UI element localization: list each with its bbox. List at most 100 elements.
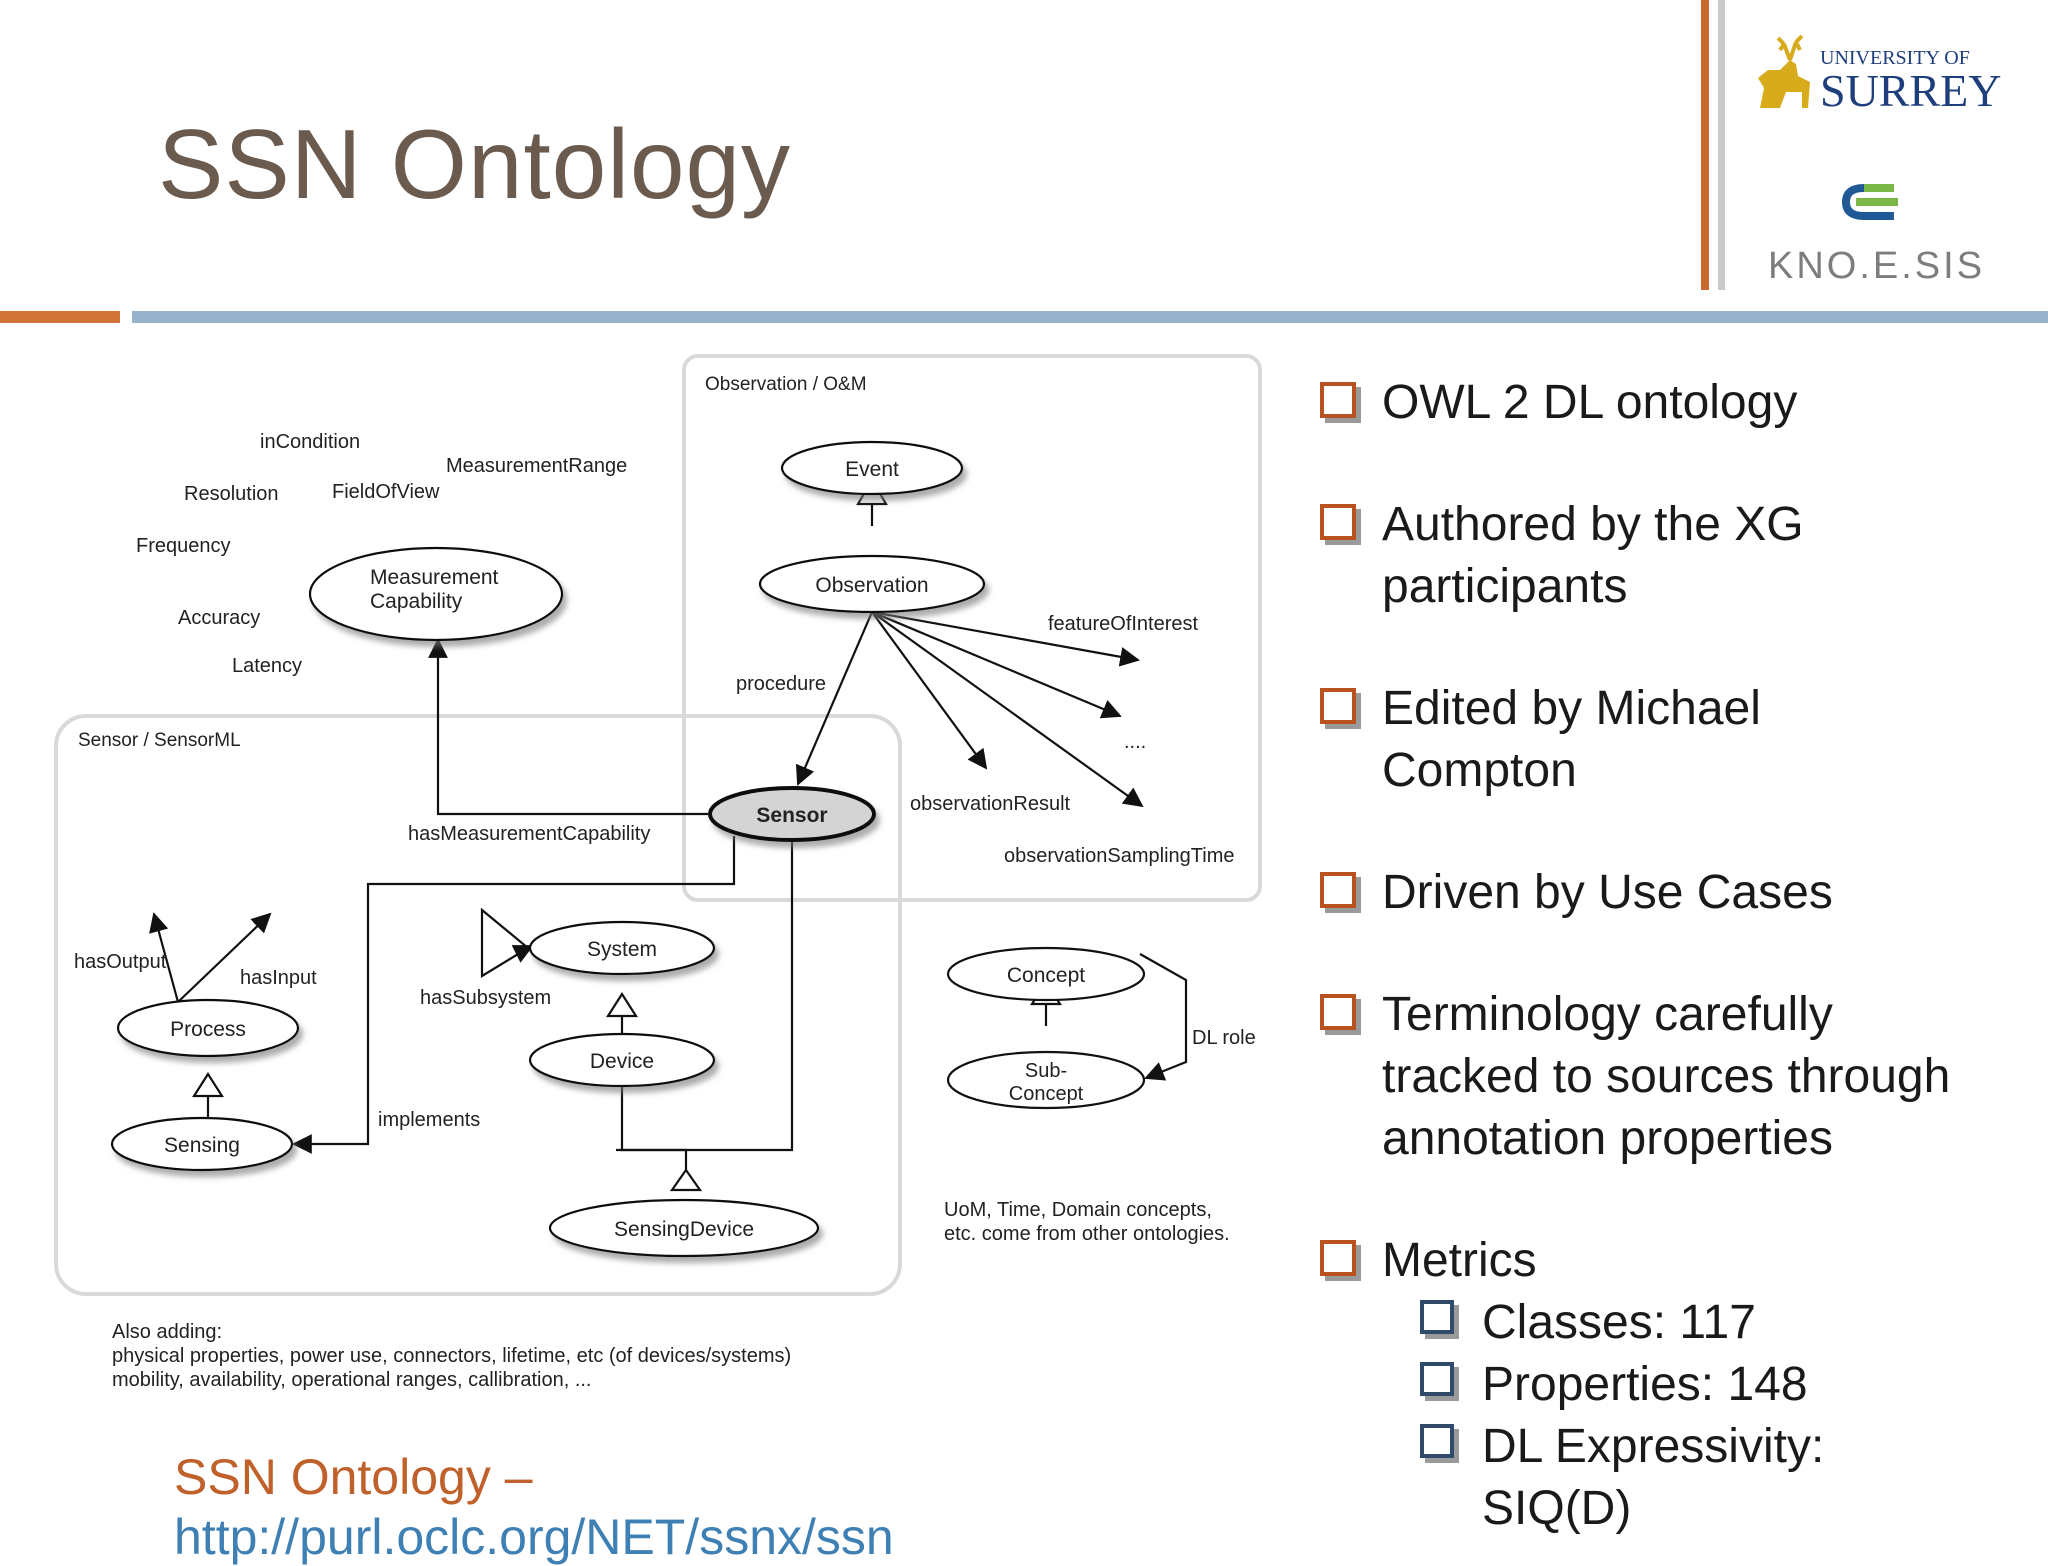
diagram-connectors [149,477,1188,1192]
svg-text:Capability: Capability [370,590,463,613]
property-labels: inCondition MeasurementRange Resolution … [74,431,1256,1131]
label-implements: implements [378,1109,480,1131]
feature-of-interest-arrow [871,610,1140,667]
sensor-group-label: Sensor / SensorML [78,730,241,751]
footer-ontology-link[interactable]: http://purl.oclc.org/NET/ssnx/ssn [174,1509,894,1565]
header-divider-orange [0,311,120,323]
label-feature-of-interest: featureOfInterest [1048,613,1199,635]
dl-role-arrow [1139,953,1188,1081]
checkbox-bullet-icon [1320,504,1356,540]
node-system: System [528,920,716,976]
footer-ontology-label: SSN Ontology – [174,1449,533,1505]
node-observation: Observation [758,554,986,614]
label-ellipsis: .... [1124,731,1146,753]
bullet-edited-by: Edited by Michael Compton [1320,678,2020,802]
svg-text:Observation: Observation [815,574,928,597]
has-output-arrow [149,912,180,1003]
checkbox-subbullet-icon [1420,1300,1454,1334]
svg-text:Sensing: Sensing [164,1134,240,1157]
device-to-sensingdevice-line [620,1086,688,1174]
checkbox-subbullet-icon [1420,1362,1454,1396]
node-device: Device [528,1032,716,1088]
metric-dl-expressivity: DL Expressivity: SIQ(D) [1420,1416,2020,1540]
university-of-surrey-logo: UNIVERSITY OF SURREY [1758,34,2001,116]
bullet-terminology: Terminology carefully tracked to sources… [1320,984,2020,1170]
checkbox-bullet-icon [1320,872,1356,908]
process-subclass-triangle [191,1071,225,1098]
header-vertical-divider-grey [1718,0,1725,290]
svg-text:Sensor: Sensor [756,804,827,827]
svg-text:Process: Process [170,1018,246,1041]
has-subsystem-loop-triangle [480,907,530,978]
observation-group-label: Observation / O&M [705,374,867,395]
svg-text:SensingDevice: SensingDevice [614,1218,754,1241]
svg-text:Sub-: Sub- [1025,1060,1067,1082]
has-measurement-capability-arrow [428,638,708,816]
procedure-arrow [795,611,874,786]
metric-classes: Classes: 117 [1420,1292,2020,1354]
observation-sampling-time-arrow [871,611,1144,808]
checkbox-bullet-icon [1320,994,1356,1030]
svg-text:Device: Device [590,1050,654,1073]
label-dl-role: DL role [1192,1027,1256,1049]
surrey-logo-top-text: UNIVERSITY OF [1820,47,1970,69]
svg-text:Event: Event [845,458,899,481]
implements-arrow [292,836,736,1154]
label-resolution: Resolution [184,483,279,505]
bullet-use-cases: Driven by Use Cases [1320,862,2020,924]
ssn-ontology-diagram: Observation / O&M Sensor / SensorML Even… [54,354,1262,1391]
label-measurement-range: MeasurementRange [446,455,627,477]
node-concept: Concept [946,946,1146,1002]
label-has-output: hasOutput [74,951,167,973]
label-observation-result: observationResult [910,793,1071,815]
knoesis-logo-text: KNO.E.SIS [1768,245,1985,287]
checkbox-bullet-icon [1320,1240,1356,1276]
label-has-input: hasInput [240,967,317,989]
checkbox-subbullet-icon [1420,1424,1454,1458]
stag-icon [1758,34,1810,108]
ellipsis-arrow [871,610,1122,719]
node-sensing: Sensing [110,1116,294,1172]
header-divider-blue [132,311,2048,323]
svg-text:Concept: Concept [1009,1083,1084,1105]
note-uom-line-2: etc. come from other ontologies. [944,1223,1230,1245]
has-input-arrow [177,912,272,1003]
checkbox-bullet-icon [1320,688,1356,724]
note-adding-line-2: physical properties, power use, connecto… [112,1345,791,1367]
knoesis-logo: KNO.E.SIS [1768,184,1985,287]
sensor-group-box [54,714,902,1296]
label-field-of-view: FieldOfView [332,481,440,503]
label-has-measurement-capability: hasMeasurementCapability [408,823,650,845]
sensingdevice-subclass-triangle [669,1168,703,1192]
label-latency: Latency [232,655,302,677]
svg-text:Concept: Concept [1007,964,1085,987]
bullet-list: OWL 2 DL ontology Authored by the XG par… [1320,372,2020,1540]
node-process: Process [116,998,300,1058]
bullet-owl2-dl: OWL 2 DL ontology [1320,372,2020,434]
note-uom-line-1: UoM, Time, Domain concepts, [944,1199,1212,1221]
header-vertical-divider-orange [1701,0,1709,290]
svg-text:Measurement: Measurement [370,566,499,589]
knoesis-mark-icon [1841,184,1898,220]
node-event: Event [780,440,964,496]
label-procedure: procedure [736,673,826,695]
node-measurement-capability: Measurement Capability [308,546,564,642]
checkbox-bullet-icon [1320,382,1356,418]
observation-result-arrow [871,611,988,770]
bullet-metrics: Metrics [1320,1230,2020,1292]
label-accuracy: Accuracy [178,607,260,629]
note-adding-line-3: mobility, availability, operational rang… [112,1369,592,1391]
label-frequency: Frequency [136,535,231,557]
page-title: SSN Ontology [158,109,791,219]
observation-group-box [682,354,1262,902]
label-in-condition: inCondition [260,431,360,453]
svg-text:System: System [587,938,657,961]
node-sensor: Sensor [708,786,876,842]
metric-properties: Properties: 148 [1420,1354,2020,1416]
bullet-authored-by: Authored by the XG participants [1320,494,2020,618]
surrey-logo-main-text: SURREY [1820,65,2001,116]
diagram-notes: UoM, Time, Domain concepts, etc. come fr… [112,1199,1230,1391]
node-sensing-device: SensingDevice [548,1198,820,1258]
metrics-sublist: Classes: 117 Properties: 148 DL Expressi… [1420,1292,2020,1540]
label-observation-sampling-time: observationSamplingTime [1004,845,1234,867]
